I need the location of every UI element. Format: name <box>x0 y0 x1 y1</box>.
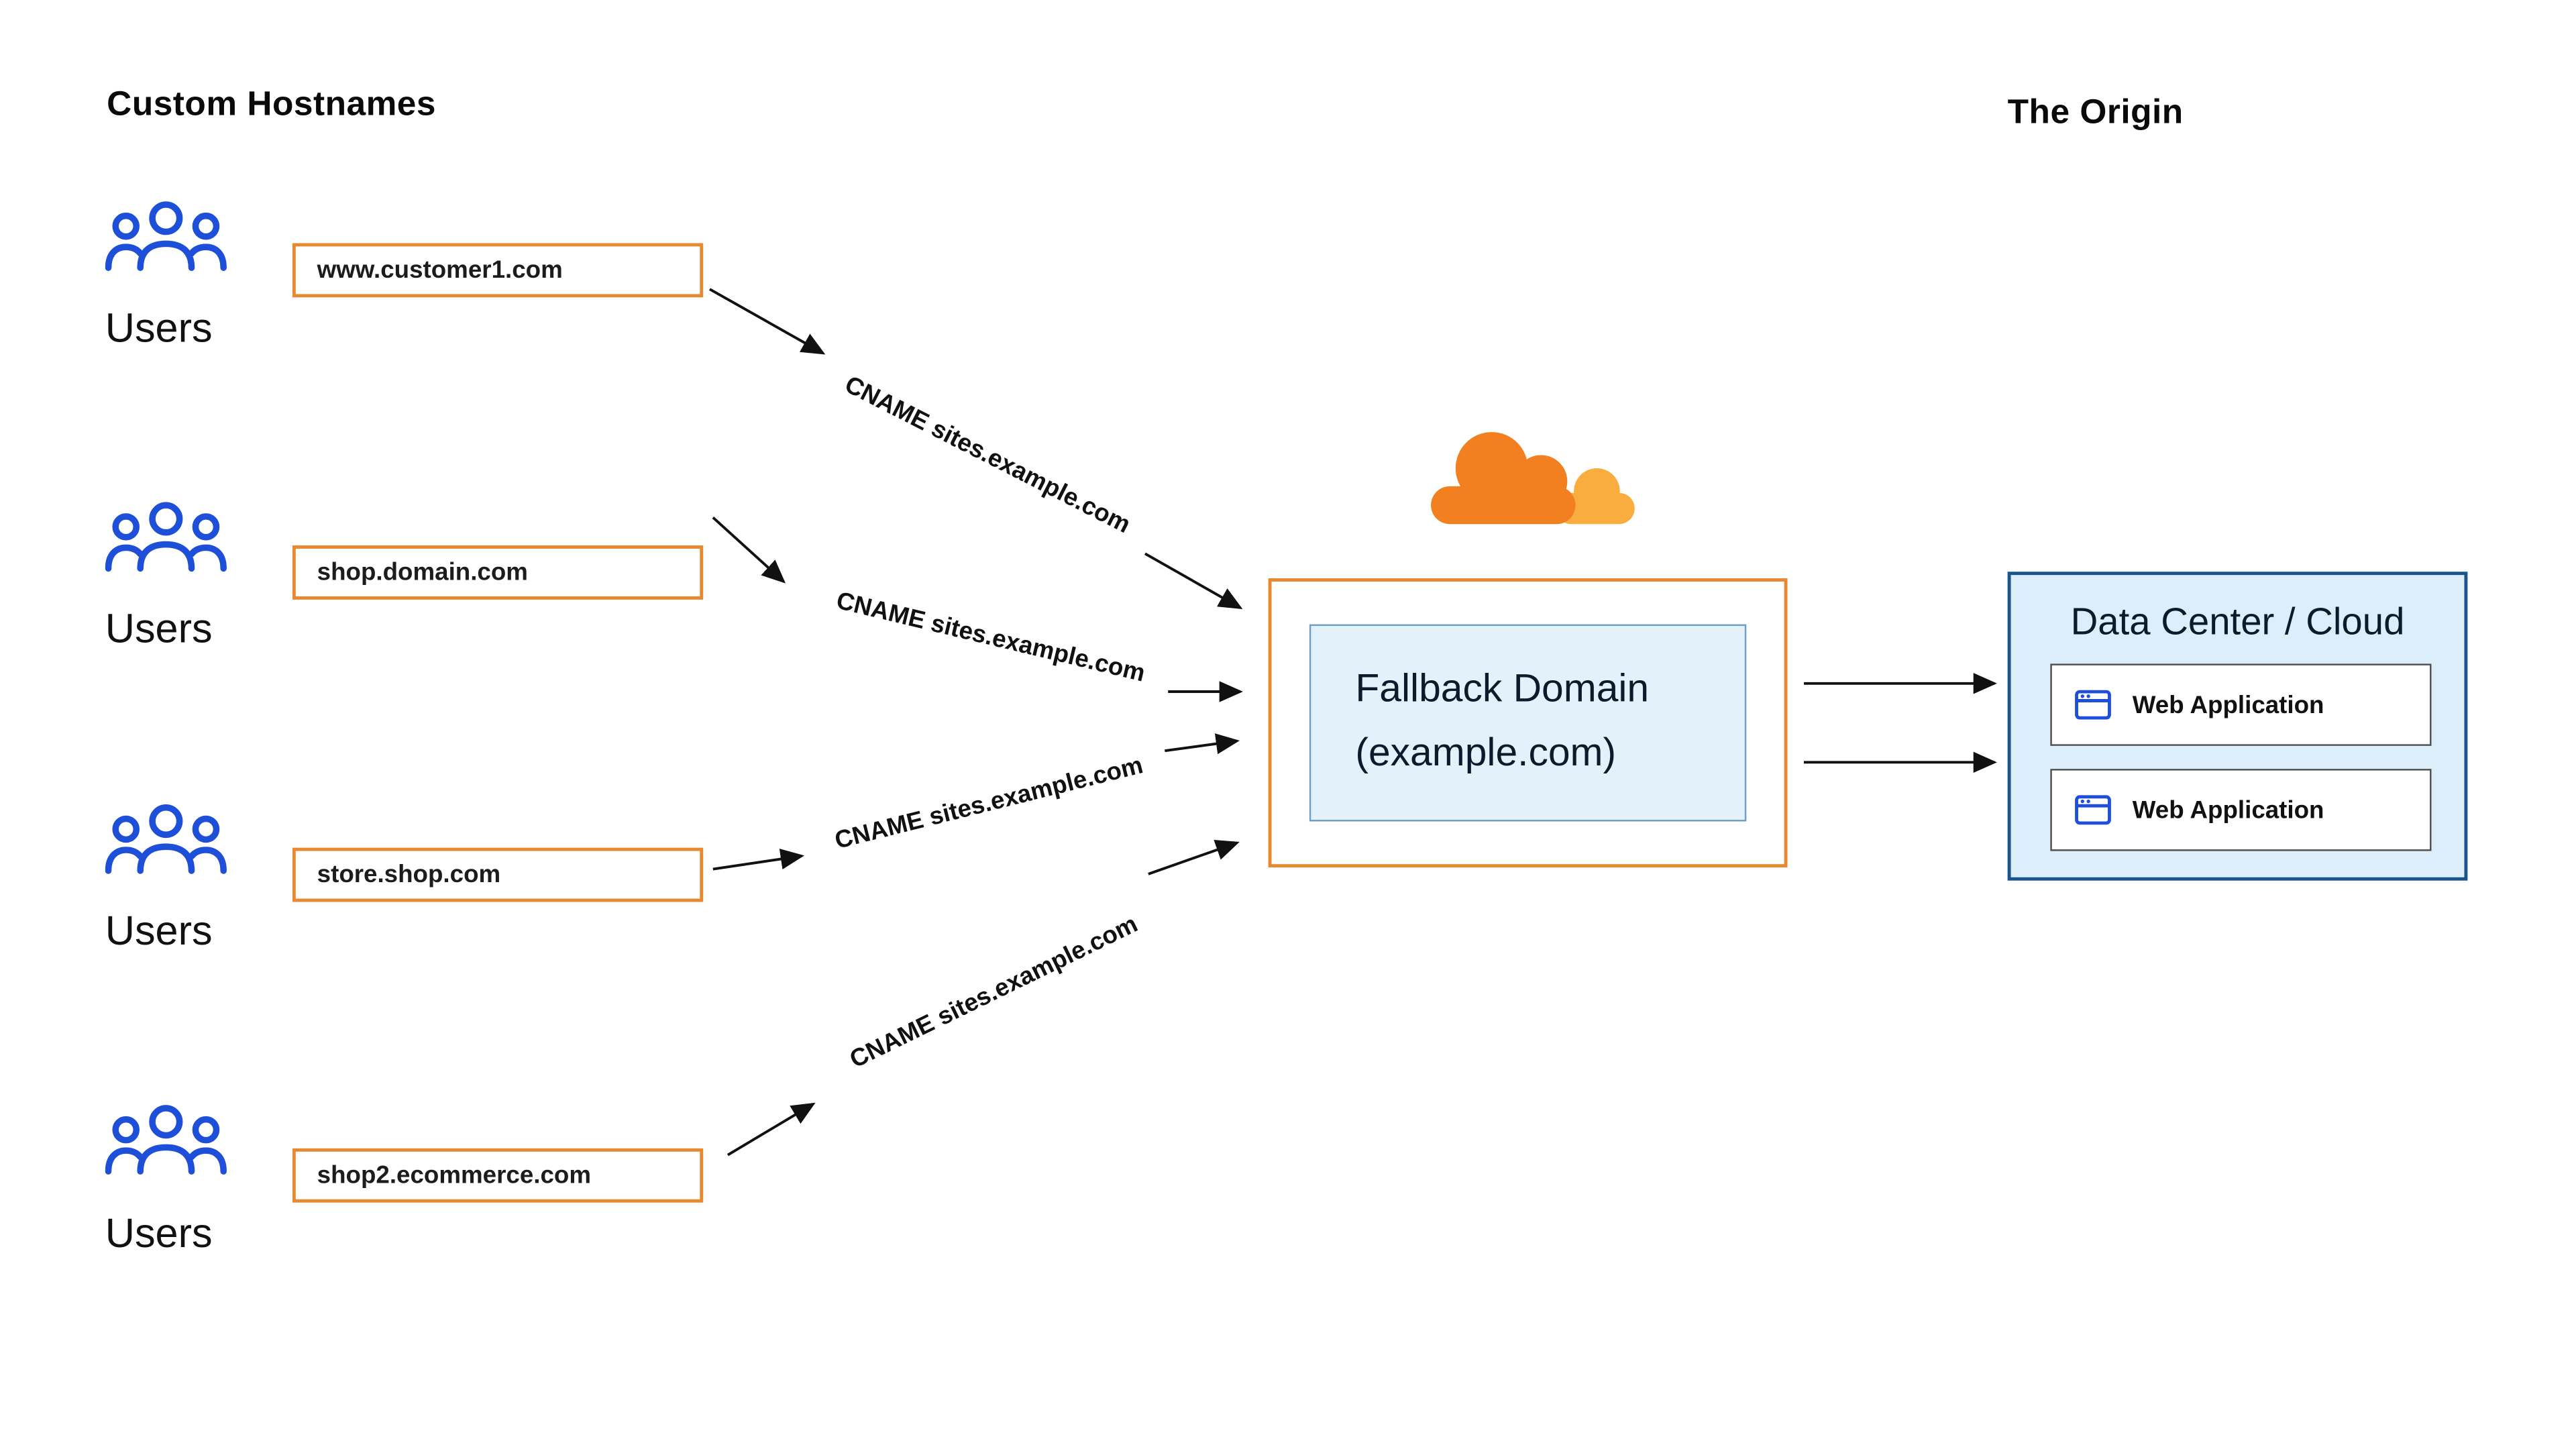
data-center-title: Data Center / Cloud <box>2070 599 2405 643</box>
browser-window-icon <box>2075 690 2111 720</box>
users-label: Users <box>105 305 213 352</box>
arrow-host3-tail <box>1165 733 1240 755</box>
users-icon <box>105 201 227 271</box>
users-icon <box>105 804 227 874</box>
hostname-box-shop2: shop2.ecommerce.com <box>292 1148 704 1203</box>
users-icon <box>105 502 227 572</box>
fallback-domain-box: Fallback Domain (example.com) <box>1309 624 1747 822</box>
hostname-box-shopdomain: shop.domain.com <box>292 545 704 600</box>
arrow-host2-lead <box>712 516 786 584</box>
arrow-host3-lead <box>712 849 804 871</box>
arrow-host4-lead <box>727 1102 816 1157</box>
arrow-host4-tail <box>1148 839 1240 875</box>
fallback-domain-line1: Fallback Domain <box>1355 667 1650 712</box>
users-label: Users <box>105 606 213 653</box>
arrow-host1-lead <box>708 288 826 355</box>
data-center-box: Data Center / Cloud Web Application Web … <box>2007 572 2468 881</box>
arrow-host1-tail <box>1144 552 1243 610</box>
users-icon <box>105 1105 227 1175</box>
custom-hostnames-title: Custom Hostnames <box>107 85 436 123</box>
fallback-domain-line2: (example.com) <box>1355 731 1617 775</box>
web-application-box-1: Web Application <box>2050 663 2432 746</box>
the-origin-title: The Origin <box>2007 93 2184 131</box>
browser-window-icon <box>2075 795 2111 825</box>
web-application-box-2: Web Application <box>2050 769 2432 851</box>
web-application-label: Web Application <box>2132 690 2324 719</box>
cloudflare-logo-icon <box>1431 432 1635 525</box>
users-label: Users <box>105 1210 213 1257</box>
users-label: Users <box>105 908 213 955</box>
web-application-label: Web Application <box>2132 796 2324 824</box>
hostname-box-storeshop: store.shop.com <box>292 847 704 902</box>
hostname-box-customer1: www.customer1.com <box>292 243 704 298</box>
